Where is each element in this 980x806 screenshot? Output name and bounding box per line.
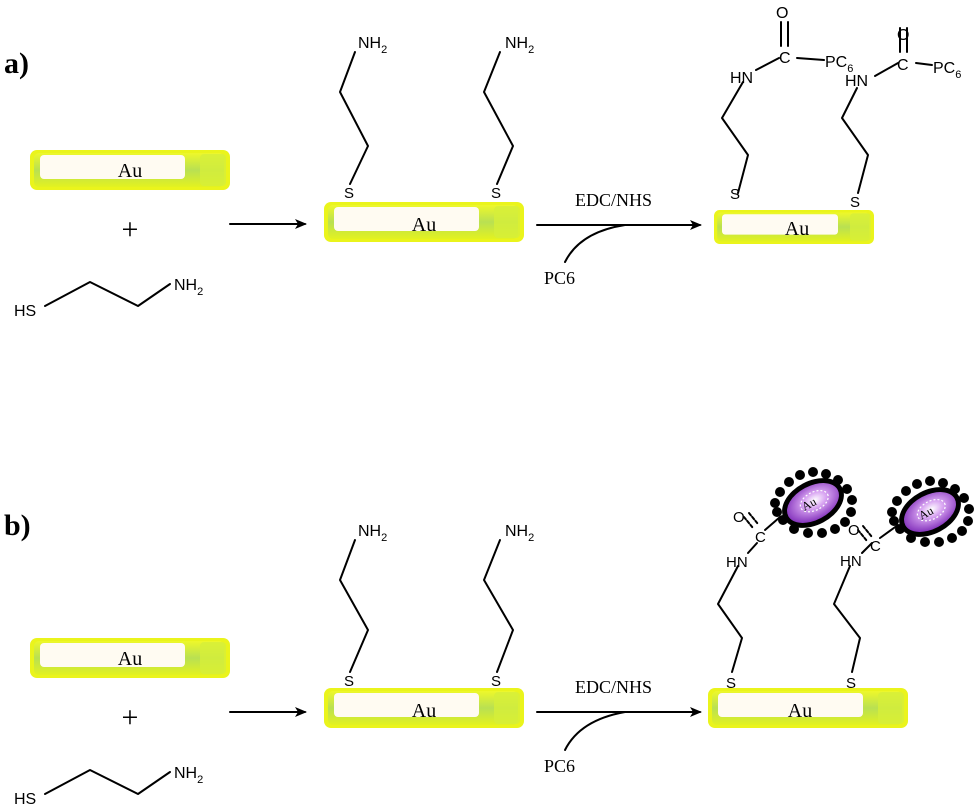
nh2-label: NH2 (358, 35, 387, 56)
sulfur-label: S (344, 673, 354, 690)
carbon-label: C (897, 57, 909, 74)
reagent-label: EDC/NHS (575, 190, 652, 210)
au-label: Au (785, 218, 809, 240)
gold-nanoparticle: Au (886, 475, 975, 548)
plus-sign: + (122, 701, 139, 734)
oxygen-label: O (776, 5, 788, 22)
panel-a: a) Au + HS NH2 Au S S NH2 NH2 (4, 5, 961, 320)
carbon-label: C (779, 50, 791, 67)
pc6-label: PC6 (544, 756, 575, 776)
oxygen-label: O (733, 509, 745, 526)
panel-b: b) Au + HS NH2 Au S S NH2 NH2 (4, 466, 975, 806)
sulfur-label: S (344, 185, 354, 202)
au-label: Au (412, 700, 436, 722)
panel-a-label: a) (4, 47, 29, 80)
nanoparticle-conjugated-nanorod: Au S S HN HN C C O O Au Au (708, 466, 975, 728)
pc6-group-label: PC6 (825, 54, 853, 75)
pc6-conjugated-nanorod: Au S S HN HN C C O O PC6 PC6 (714, 5, 961, 244)
panel-b-label: b) (4, 509, 31, 542)
oxygen-label: O (897, 27, 909, 44)
nh2-label: NH2 (505, 35, 534, 56)
pc6-label: PC6 (544, 268, 575, 288)
nh2-label: NH2 (174, 765, 203, 786)
coupling-step: EDC/NHS PC6 (536, 190, 702, 288)
au-label: Au (118, 648, 142, 670)
gold-nanorod: Au (30, 150, 230, 190)
au-label: Au (412, 214, 436, 236)
sulfur-label: S (846, 675, 856, 692)
amide-nh-label: HN (730, 70, 753, 87)
gold-nanorod: Au (30, 638, 230, 678)
cysteamine-molecule: HS NH2 (14, 277, 203, 320)
au-label: Au (799, 494, 819, 513)
sulfur-label: S (730, 186, 740, 203)
amide-nh-label: HN (845, 73, 868, 90)
cysteamine-molecule: HS NH2 (14, 765, 203, 806)
plus-sign: + (122, 213, 139, 246)
sulfur-label: S (726, 675, 736, 692)
reagent-curve (564, 711, 626, 751)
sulfur-label: S (850, 194, 860, 211)
au-label: Au (916, 503, 936, 522)
hs-label: HS (14, 303, 36, 320)
sulfur-label: S (491, 185, 501, 202)
coupling-step: EDC/NHS PC6 (536, 677, 702, 776)
reagent-label: EDC/NHS (575, 677, 652, 697)
oxygen-label: O (848, 522, 860, 539)
gold-nanoparticle: Au (769, 466, 858, 539)
amide-nh-label: HN (840, 553, 862, 570)
pc6-group-label: PC6 (933, 60, 961, 81)
amine-functionalized-nanorod: Au S S NH2 NH2 (324, 35, 534, 242)
nh2-label: NH2 (358, 523, 387, 544)
nh2-label: NH2 (505, 523, 534, 544)
sulfur-label: S (491, 673, 501, 690)
au-label: Au (788, 700, 812, 722)
carbon-label: C (870, 538, 881, 555)
carbon-label: C (755, 529, 766, 546)
amine-functionalized-nanorod: Au S S NH2 NH2 (324, 523, 534, 728)
nh2-label: NH2 (174, 277, 203, 298)
amide-nh-label: HN (726, 554, 748, 571)
hs-label: HS (14, 791, 36, 806)
reagent-curve (564, 224, 626, 263)
au-label: Au (118, 160, 142, 182)
